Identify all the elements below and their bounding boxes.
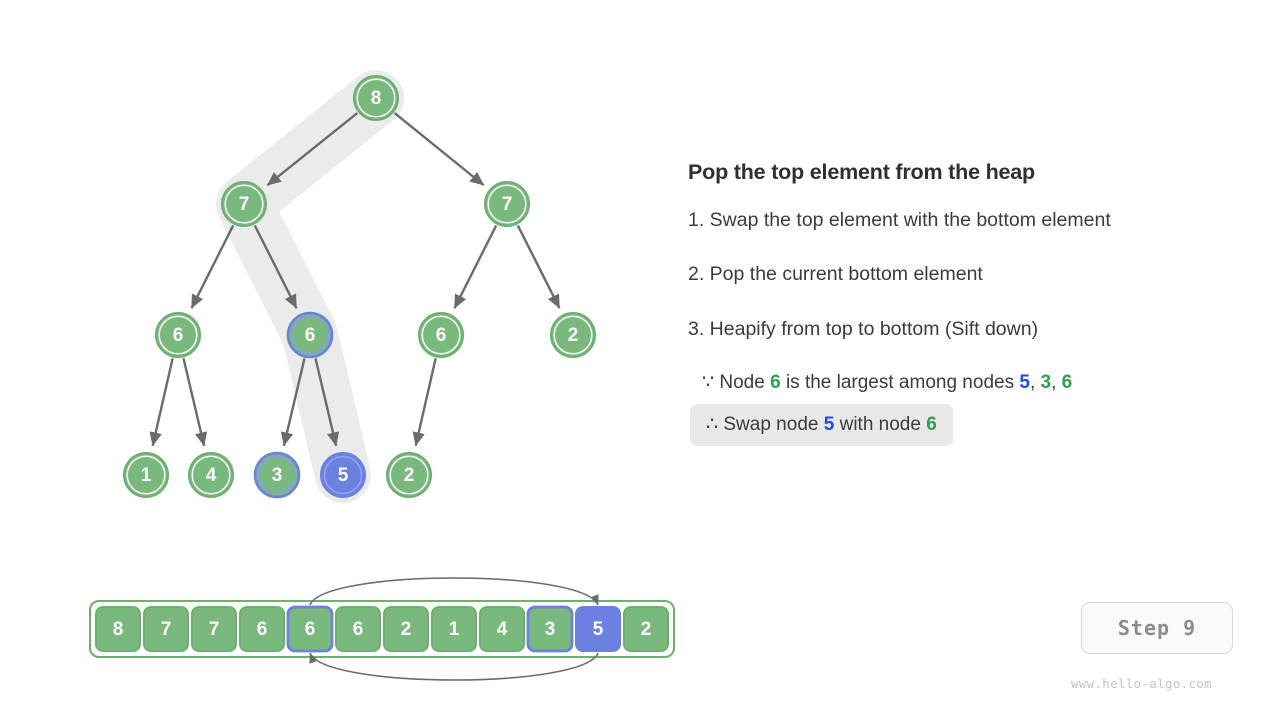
reason-separator-2: , [1051, 371, 1057, 393]
array-cell[interactable]: 1 [431, 606, 477, 652]
tree-edge [182, 358, 208, 447]
tree-node[interactable]: 5 [320, 452, 366, 498]
tree-node-label: 2 [404, 465, 415, 486]
array-cell-label: 3 [545, 619, 556, 640]
tree-node[interactable]: 7 [221, 181, 267, 227]
tree-nodes: 8 7 7 6 6 6 2 1 4 3 5 2 [123, 75, 596, 499]
swap-arrow-backward [309, 652, 599, 681]
array-cell-label: 7 [209, 619, 220, 640]
reason-value-1: 6 [770, 371, 781, 393]
tree-node-label: 2 [568, 325, 579, 346]
array-cell[interactable]: 3 [526, 605, 574, 653]
page-title: Pop the top element from the heap [688, 160, 1035, 184]
instruction-step-1: 1. Swap the top element with the bottom … [688, 208, 1111, 231]
array-cell-label: 2 [401, 619, 412, 640]
tree-node-label: 3 [272, 465, 283, 486]
array-representation: 8 7 7 6 6 6 2 1 4 3 5 2 [89, 600, 675, 658]
tree-node[interactable]: 6 [286, 311, 334, 359]
watermark: www.hello-algo.com [1071, 676, 1212, 691]
reason-value-2: 5 [1019, 371, 1030, 393]
array-cell-label: 2 [641, 619, 652, 640]
sift-down-path-highlight [216, 70, 404, 503]
array-cell-label: 8 [113, 619, 124, 640]
array-cell-label: 7 [161, 619, 172, 640]
array-container [89, 600, 675, 658]
tree-node-label: 5 [338, 465, 349, 486]
array-cell-label: 5 [593, 619, 604, 640]
array-cell[interactable]: 2 [383, 606, 429, 652]
tree-edge [280, 358, 306, 447]
tree-node-label: 7 [239, 194, 250, 215]
reason-text-1: Node [719, 371, 765, 393]
therefore-symbol: ∴ [706, 413, 719, 435]
tree-edge [314, 358, 340, 447]
tree-node-label: 1 [141, 465, 152, 486]
instruction-step-3: 3. Heapify from top to bottom (Sift down… [688, 317, 1039, 340]
tree-edge [149, 358, 174, 447]
tree-node[interactable]: 4 [188, 452, 234, 498]
array-cell-label: 6 [257, 619, 268, 640]
conclusion-box: ∴ Swap node 5 with node 6 [690, 403, 953, 447]
tree-edge [412, 358, 437, 447]
highlight-band [216, 70, 404, 503]
tree-node[interactable]: 8 [353, 75, 399, 121]
explanation-panel: Pop the top element from the heap 1. Swa… [688, 160, 1248, 447]
array-cell-label: 6 [305, 619, 316, 640]
tree-node[interactable]: 1 [123, 452, 169, 498]
tree-edge [253, 224, 298, 309]
tree-node[interactable]: 3 [253, 451, 301, 499]
instruction-step-2: 2. Pop the current bottom element [688, 263, 983, 286]
array-cell[interactable]: 6 [239, 606, 285, 652]
array-cell-label: 1 [449, 619, 460, 640]
tree-node-label: 7 [502, 194, 513, 215]
tree-node-label: 8 [371, 88, 382, 109]
array-cell[interactable]: 7 [143, 606, 189, 652]
reason-line: ∵ Node 6 is the largest among nodes 5, 3… [702, 371, 1248, 396]
conclusion-text-2: with node [839, 413, 921, 435]
conclusion-text-1: Swap node [723, 413, 819, 435]
heap-figure: 8 7 7 6 6 6 2 1 4 3 5 2 8 7 7 6 6 6 2 1 4 3 5 2 [89, 70, 675, 681]
array-cell[interactable]: 5 [575, 606, 621, 652]
tree-node[interactable]: 2 [386, 452, 432, 498]
because-symbol: ∵ [702, 371, 715, 393]
tree-node-label: 6 [436, 325, 447, 346]
conclusion-value-2: 6 [926, 413, 937, 435]
array-cell-label: 4 [497, 619, 508, 640]
step-badge: Step 9 [1081, 602, 1233, 654]
array-cell[interactable]: 2 [623, 606, 669, 652]
tree-node-label: 6 [173, 325, 184, 346]
array-cell[interactable]: 8 [95, 606, 141, 652]
tree-edge [393, 112, 485, 187]
conclusion-value-1: 5 [823, 413, 835, 435]
reason-text-2: is the largest among nodes [785, 371, 1015, 393]
tree-node[interactable]: 7 [484, 181, 530, 227]
array-cell[interactable]: 7 [191, 606, 237, 652]
array-cell[interactable]: 4 [479, 606, 525, 652]
tree-node[interactable]: 6 [418, 312, 464, 358]
tree-edge [190, 224, 235, 309]
array-swap-arrows [309, 577, 599, 681]
tree-node[interactable]: 2 [550, 312, 596, 358]
swap-arrow-forward [309, 577, 599, 606]
reason-value-4: 6 [1061, 371, 1073, 393]
tree-node[interactable]: 6 [155, 312, 201, 358]
array-cell[interactable]: 6 [335, 606, 381, 652]
reason-separator-1: , [1029, 371, 1036, 393]
tree-node-label: 6 [305, 325, 316, 346]
tree-node-label: 4 [206, 465, 217, 486]
tree-edge [266, 112, 359, 187]
tree-edges [149, 112, 561, 447]
tree-edge [453, 224, 498, 309]
array-cell[interactable]: 6 [286, 605, 334, 653]
reason-value-3: 3 [1040, 371, 1052, 393]
array-cell-label: 6 [353, 619, 364, 640]
conclusion-line: ∴ Swap node 5 with node 6 [706, 414, 937, 435]
tree-edge [516, 224, 561, 309]
